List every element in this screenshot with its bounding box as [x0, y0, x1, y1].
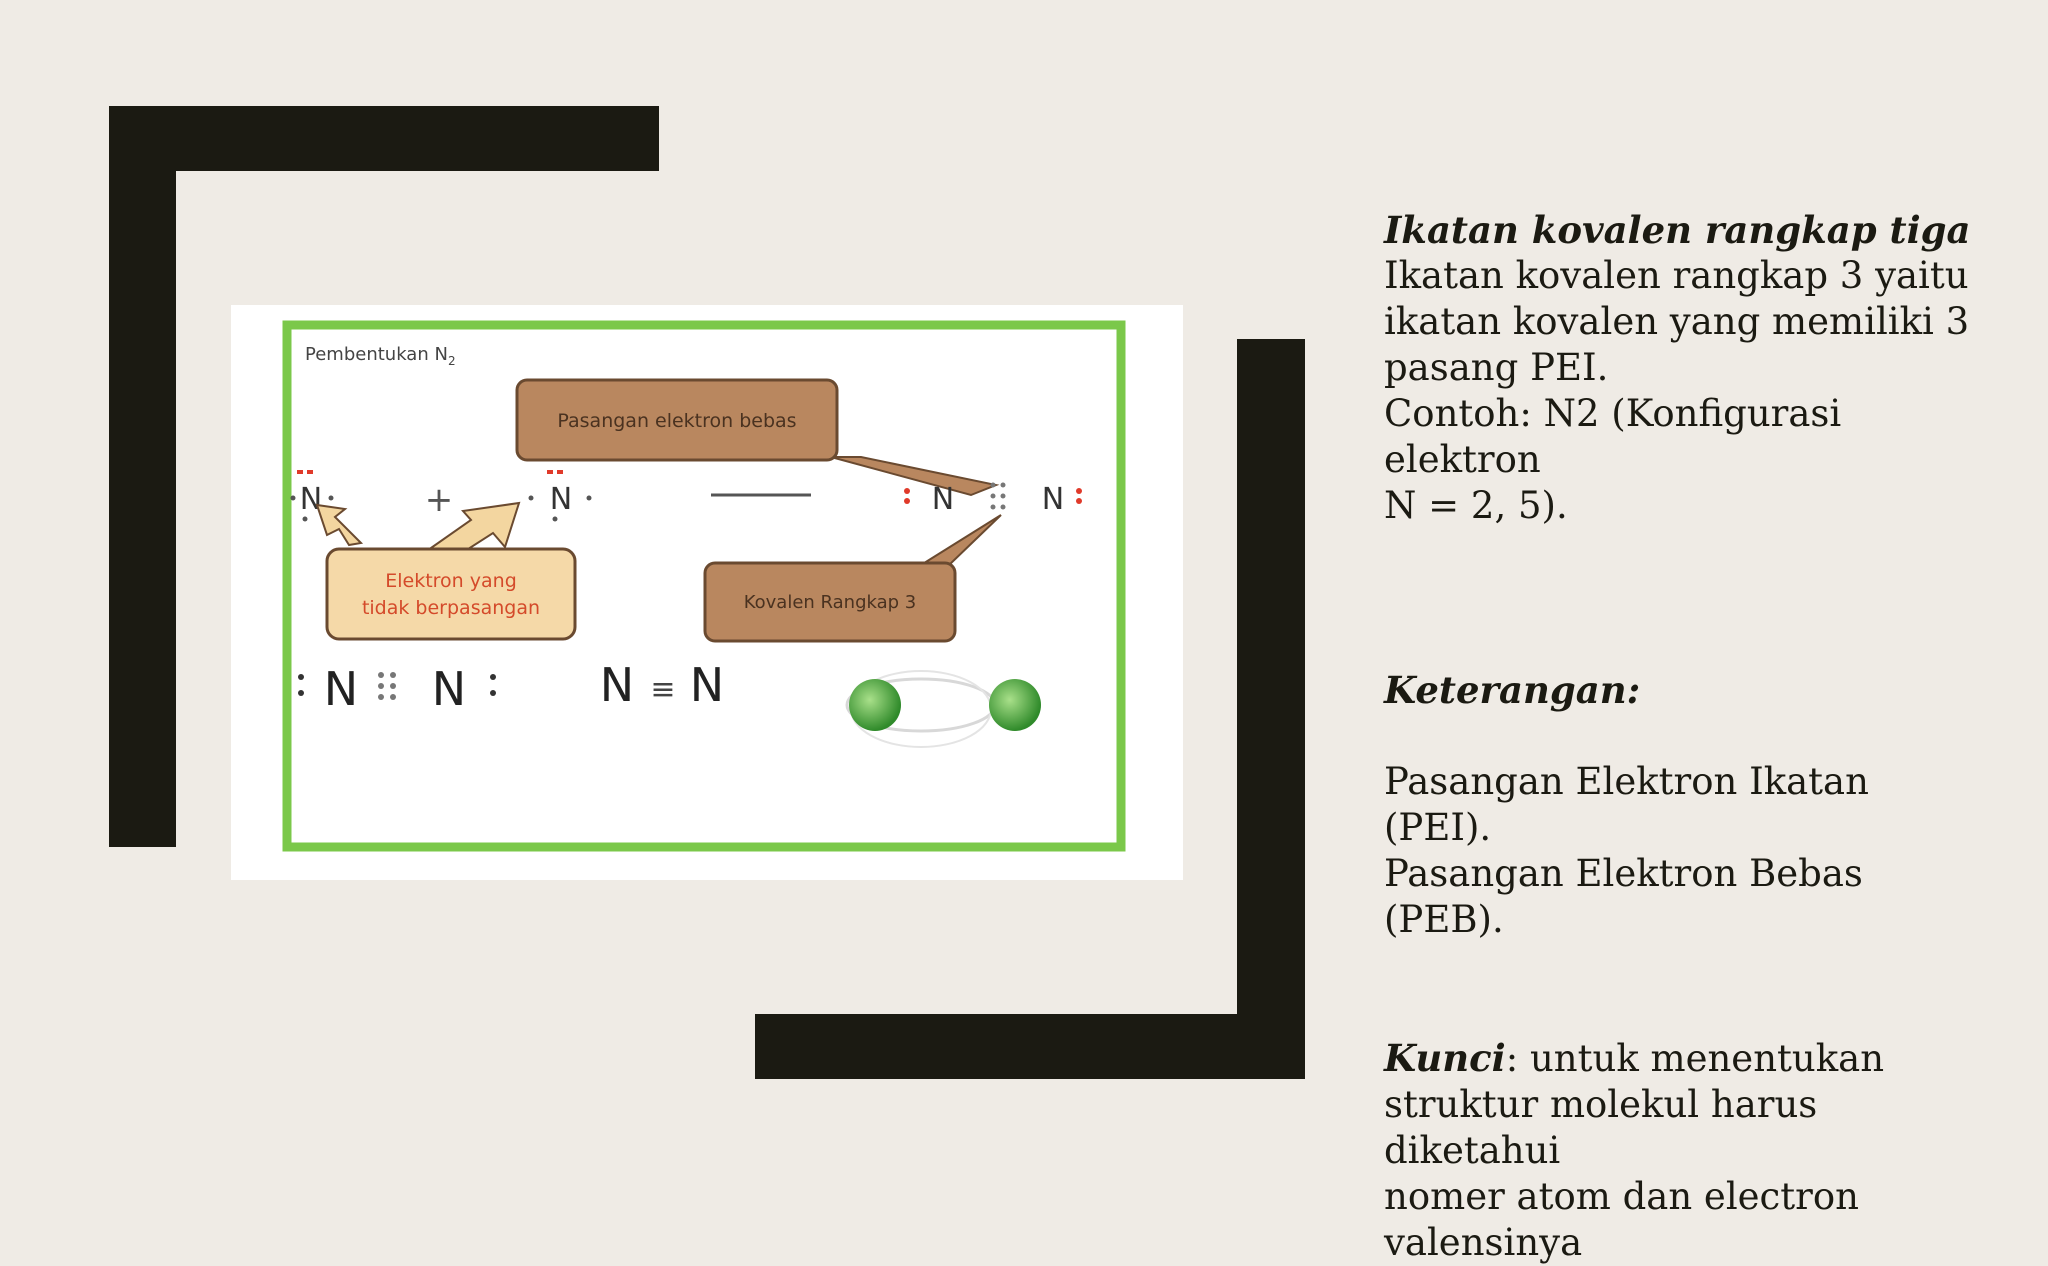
electron-dot	[547, 470, 553, 474]
explanation-text-panel: Ikatan kovalen rangkap tiga Ikatan koval…	[1384, 207, 1984, 1266]
kunci-line-3: nomer atom dan electron	[1384, 1175, 1859, 1218]
bottom-right-bracket-side-bar	[1237, 339, 1305, 1079]
reactant-n-right: N	[528, 470, 592, 522]
top-left-bracket-side-bar	[109, 106, 176, 847]
peb-definition: Pasangan Elektron Bebas (PEB).	[1384, 852, 1863, 941]
atom-symbol: N	[932, 482, 954, 517]
definition-line-2: ikatan kovalen yang memiliki 3	[1384, 300, 1970, 343]
structural-formula-n2: N ≡ N	[600, 658, 724, 712]
section-heading: Ikatan kovalen rangkap tiga	[1384, 208, 1971, 252]
kunci-rest: : untuk menentukan	[1505, 1037, 1885, 1080]
kunci-line-4: valensinya	[1384, 1221, 1583, 1264]
electron-dot	[552, 516, 558, 522]
diagram-title: Pembentukan N2	[305, 344, 456, 368]
electron-dot	[904, 498, 910, 504]
triple-bond-symbol: ≡	[650, 672, 675, 707]
n2-formation-diagram: Pembentukan N2 Pasangan elektron bebas N…	[231, 305, 1183, 880]
atom-symbol: N	[600, 658, 634, 712]
reactant-n-left: N	[290, 470, 334, 522]
kunci-label: Kunci	[1384, 1036, 1506, 1080]
callout-unpaired-line1: Elektron yang	[385, 570, 517, 592]
electron-dot	[1000, 482, 1006, 488]
electron-dot	[557, 470, 563, 474]
product-n2-lewis: N N	[904, 482, 1082, 517]
bottom-right-bracket-bottom-bar	[755, 1014, 1305, 1079]
electron-dot	[990, 493, 996, 499]
electron-dot	[390, 672, 396, 678]
electron-dot	[378, 683, 384, 689]
kunci-line-2: struktur molekul harus diketahui	[1384, 1083, 1818, 1172]
electron-dot	[586, 495, 592, 501]
callout-free-pairs: Pasangan elektron bebas	[515, 378, 1000, 497]
electron-dot	[297, 470, 303, 474]
electron-dot	[328, 495, 334, 501]
electron-dot	[290, 495, 296, 501]
electron-dot	[378, 672, 384, 678]
callout-unpaired-line2: tidak berpasangan	[362, 597, 540, 619]
example-line-2: N = 2, 5).	[1384, 484, 1568, 527]
diagram-green-frame	[282, 320, 1126, 852]
nitrogen-atom-ball	[989, 679, 1041, 731]
electron-dot	[1000, 504, 1006, 510]
electron-dot	[490, 674, 496, 680]
atom-symbol: N	[1042, 482, 1064, 517]
callout-triple-covalent: Kovalen Rangkap 3	[703, 514, 1002, 643]
electron-dot	[390, 694, 396, 700]
electron-dot	[904, 488, 910, 494]
electron-dot	[307, 470, 313, 474]
top-left-bracket-top-bar	[109, 106, 659, 171]
electron-dot	[302, 516, 308, 522]
plus-sign: +	[425, 480, 454, 520]
electron-dot	[390, 683, 396, 689]
callout-unpaired-electrons: Elektron yang tidak berpasangan	[325, 547, 577, 641]
electron-dot	[1076, 488, 1082, 494]
electron-dot	[298, 690, 304, 696]
pei-definition: Pasangan Elektron Ikatan (PEI).	[1384, 760, 1869, 849]
electron-dot	[1076, 498, 1082, 504]
definition-line-1: Ikatan kovalen rangkap 3 yaitu	[1384, 254, 1969, 297]
kunci-line-1: Kunci: untuk menentukan	[1384, 1035, 1984, 1082]
lewis-structure-n2: N N	[298, 662, 496, 716]
callout-triple-label: Kovalen Rangkap 3	[744, 592, 917, 613]
electron-dot	[378, 694, 384, 700]
definition-line-3: pasang PEI.	[1384, 346, 1609, 389]
atom-symbol: N	[300, 482, 322, 517]
n2-diagram-svg: Pembentukan N2 Pasangan elektron bebas N…	[282, 320, 1126, 852]
electron-dot	[490, 690, 496, 696]
electron-dot	[1000, 493, 1006, 499]
example-line-1: Contoh: N2 (Konfigurasi elektron	[1384, 392, 1842, 481]
nitrogen-atom-ball	[849, 679, 901, 731]
callout-free-pairs-label: Pasangan elektron bebas	[557, 410, 796, 432]
atom-symbol: N	[324, 662, 358, 716]
keterangan-label: Keterangan:	[1384, 668, 1641, 712]
molecule-model-n2	[845, 670, 1041, 748]
atom-symbol: N	[432, 662, 466, 716]
electron-dot	[298, 674, 304, 680]
atom-symbol: N	[690, 658, 724, 712]
electron-dot	[990, 504, 996, 510]
electron-dot	[528, 495, 534, 501]
electron-dot	[990, 482, 996, 488]
atom-symbol: N	[550, 482, 572, 517]
